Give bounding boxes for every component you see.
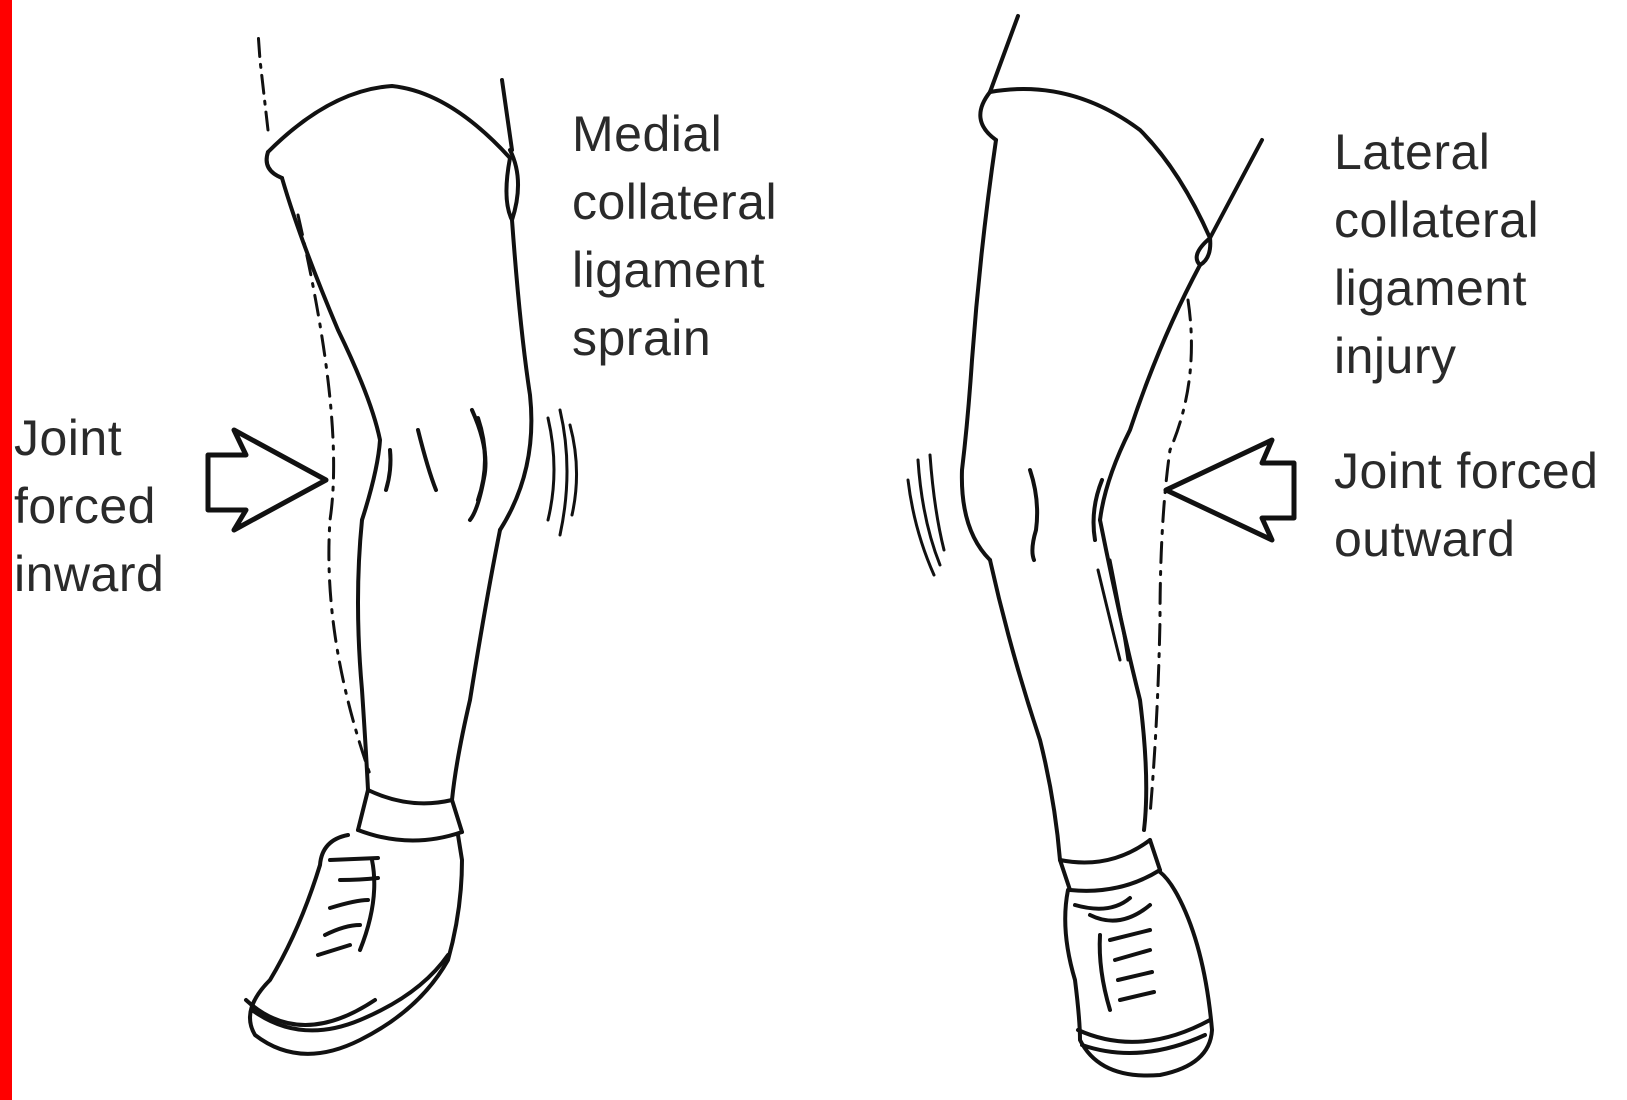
lateral-collateral-ligament-label: Lateral collateral ligament injury	[1334, 118, 1539, 390]
hollow-arrow-left-icon	[1166, 440, 1294, 540]
inward-label-line: Joint	[14, 404, 164, 472]
inward-label-line: inward	[14, 540, 164, 608]
left-leg-drawing	[246, 32, 577, 1054]
medial-collateral-ligament-label: Medial collateral ligament sprain	[572, 100, 777, 372]
lateral-label-line: collateral	[1334, 186, 1539, 254]
inward-label-line: forced	[14, 472, 164, 540]
hollow-arrow-right-icon	[208, 430, 326, 530]
outward-label-line: outward	[1334, 505, 1598, 573]
right-leg-drawing	[908, 16, 1262, 1076]
medial-label-line: Medial	[572, 100, 777, 168]
lateral-label-line: ligament	[1334, 254, 1539, 322]
lateral-label-line: injury	[1334, 322, 1539, 390]
medial-label-line: ligament	[572, 236, 777, 304]
joint-forced-outward-label: Joint forced outward	[1334, 437, 1598, 573]
outward-label-line: Joint forced	[1334, 437, 1598, 505]
medial-label-line: sprain	[572, 304, 777, 372]
joint-forced-inward-label: Joint forced inward	[14, 404, 164, 608]
lateral-label-line: Lateral	[1334, 118, 1539, 186]
medial-label-line: collateral	[572, 168, 777, 236]
